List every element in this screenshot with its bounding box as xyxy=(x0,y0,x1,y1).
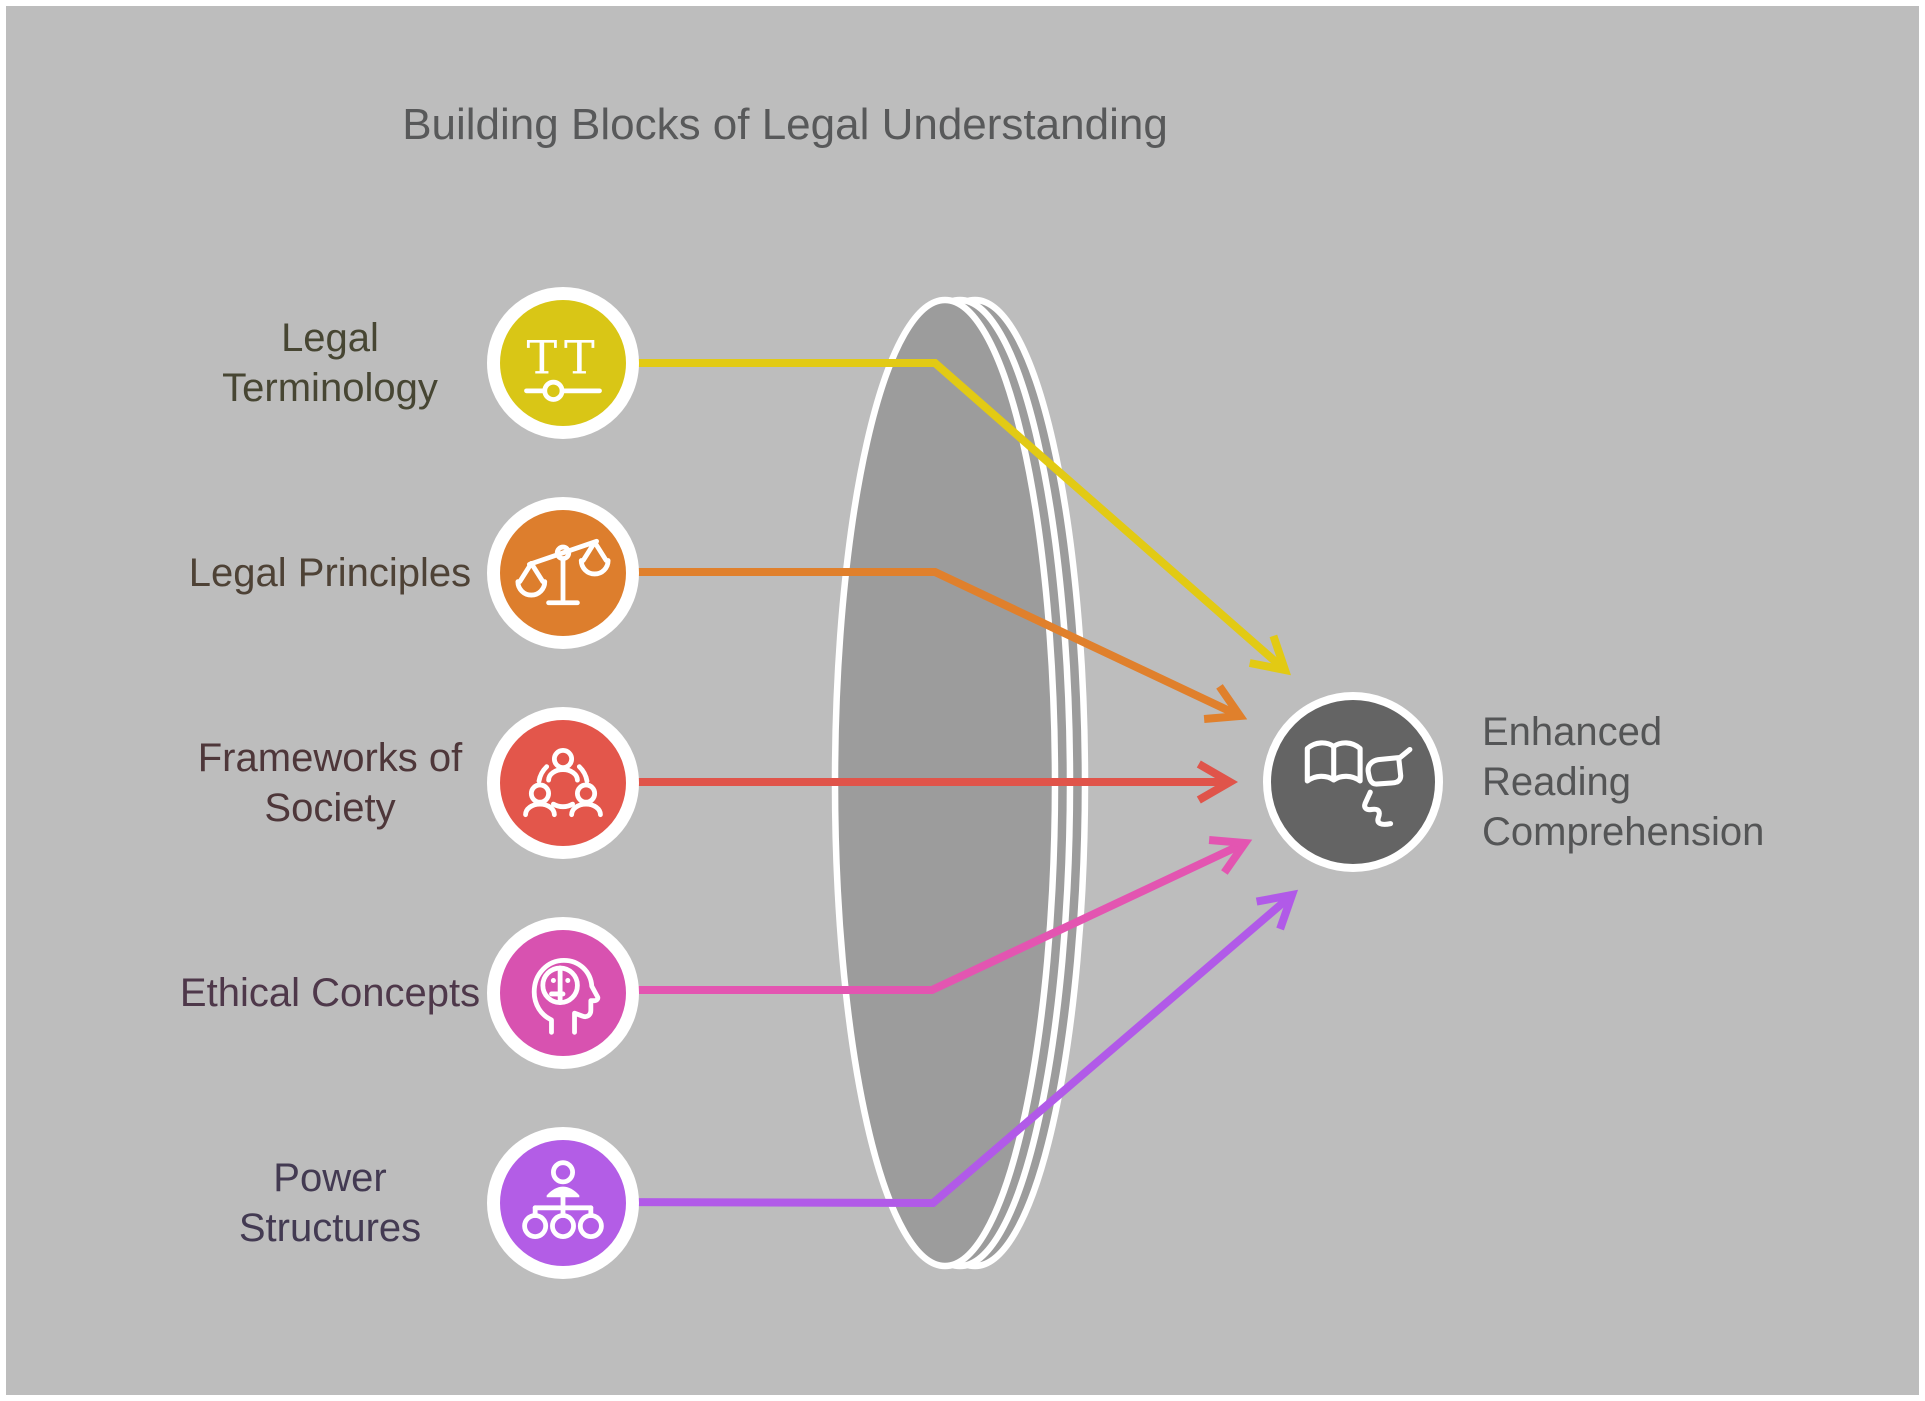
arrow-ethical-concepts xyxy=(612,836,1253,994)
node-frameworks-of-society xyxy=(487,707,639,859)
arrow-legal-principles xyxy=(612,568,1248,723)
node-enhanced-reading-comprehension xyxy=(1263,692,1443,872)
hierarchy-icon xyxy=(522,1160,604,1239)
arrow-frameworks-of-society xyxy=(612,760,1239,804)
label-legal-principles: Legal Principles xyxy=(188,551,472,595)
svg-text:T: T xyxy=(527,331,558,385)
label-ethical-concepts: Ethical Concepts xyxy=(179,971,481,1015)
reading-speech-icon xyxy=(1304,740,1413,827)
label-frameworks-of-society: Frameworks of Society xyxy=(197,736,463,830)
scales-icon xyxy=(515,538,611,606)
svg-text:T: T xyxy=(564,331,595,385)
ethics-icon xyxy=(531,957,601,1035)
terminology-icon: T T xyxy=(524,331,602,402)
label-power-structures: Power Structures xyxy=(238,1156,422,1250)
label-enhanced-reading-comprehension: Enhanced Reading Comprehension xyxy=(1482,710,1765,854)
society-icon xyxy=(523,747,603,818)
arrow-legal-terminology xyxy=(612,359,1292,676)
label-legal-terminology: Legal Terminology xyxy=(222,316,438,410)
arrow-power-structures xyxy=(611,889,1299,1208)
diagram-title: Building Blocks of Legal Understanding xyxy=(402,100,1168,149)
